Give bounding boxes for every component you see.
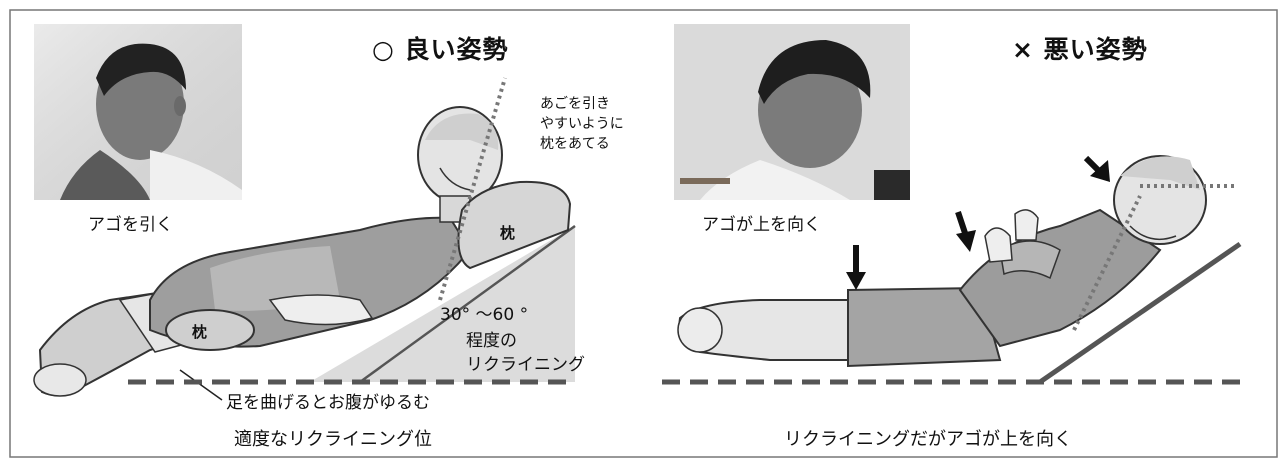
good-photo-caption: アゴを引く (88, 215, 173, 235)
knee-pillow (165, 309, 255, 351)
figure-good-posture (33, 106, 503, 397)
outer-border (9, 9, 1278, 458)
photo-bad-posture (674, 24, 910, 200)
leg-note-pointer (179, 369, 223, 401)
head-pillow (457, 180, 572, 270)
recline-label-line1: 程度の (466, 331, 517, 351)
arrow-chest (955, 211, 976, 252)
bad-photo-caption: アゴが上を向く (702, 215, 821, 235)
bad-posture-title: × 悪い姿勢 (1012, 35, 1148, 64)
backrest-line-right (1038, 241, 1242, 385)
pillow-callout-note: あごを引き やすいように 枕をあてる (540, 96, 624, 152)
good-posture-title: ○ 良い姿勢 (372, 35, 509, 64)
recline-angle-label: 30° ～60 ° (440, 305, 529, 325)
arrow-legs (846, 245, 866, 290)
leg-note: 足を曲げるとお腹がゆるむ (226, 393, 430, 413)
knee-pillow-label: 枕 (192, 323, 208, 341)
bad-posture-caption: リクライニングだがアゴが上を向く (784, 429, 1072, 450)
head-pillow-label: 枕 (500, 224, 516, 242)
figure-bad-posture (677, 155, 1207, 368)
recline-wedge-area (310, 226, 575, 382)
arrow-chin (1083, 155, 1110, 182)
photo-good-posture (34, 24, 242, 200)
good-posture-caption: 適度なリクライニング位 (234, 429, 432, 450)
recline-label-line2: リクライニング (466, 355, 585, 375)
backrest-line (359, 224, 576, 384)
